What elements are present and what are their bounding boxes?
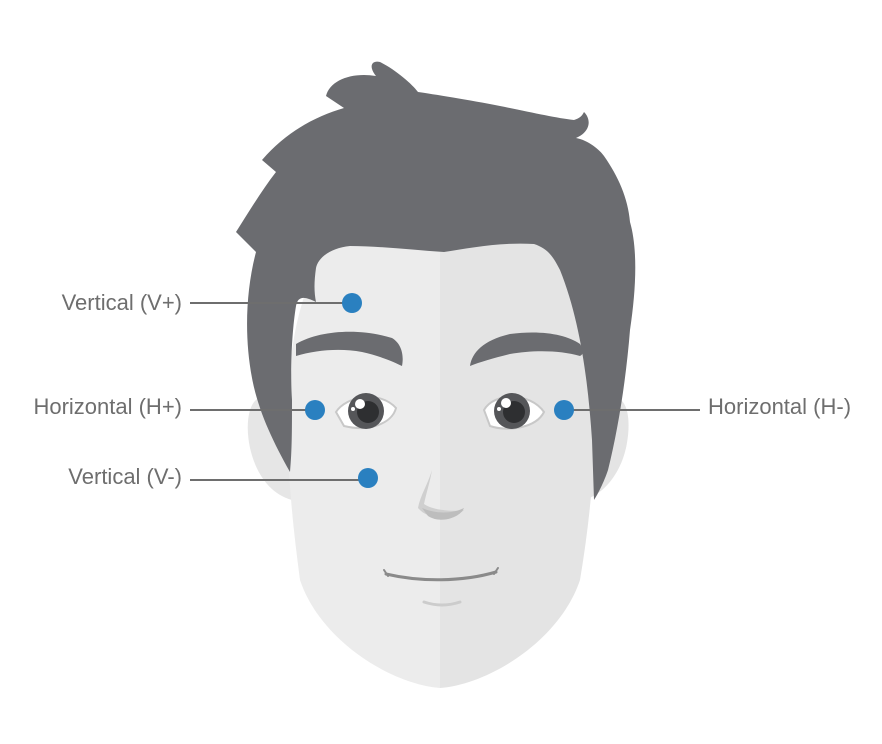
electrode-dot <box>305 400 325 420</box>
chin-line <box>422 600 462 607</box>
electrode-label: Horizontal (H+) <box>33 394 182 419</box>
electrode-dot <box>554 400 574 420</box>
electrode-dot <box>358 468 378 488</box>
right-eye <box>482 393 546 430</box>
hair <box>236 61 636 501</box>
electrode-label: Vertical (V-) <box>68 464 182 489</box>
electrode-h-minus: Horizontal (H-) <box>554 394 851 420</box>
electrode-label: Vertical (V+) <box>62 290 182 315</box>
electrode-dot <box>342 293 362 313</box>
head-illustration <box>236 61 636 688</box>
mouth <box>384 570 498 582</box>
electrode-v-minus: Vertical (V-) <box>68 464 378 489</box>
electrode-h-plus: Horizontal (H+) <box>33 394 325 420</box>
left-eyebrow <box>296 331 403 366</box>
face-left-half <box>287 232 440 688</box>
left-eye <box>334 393 398 429</box>
electrode-v-plus: Vertical (V+) <box>62 290 362 315</box>
electrode-label: Horizontal (H-) <box>708 394 851 419</box>
right-eyebrow <box>470 332 583 366</box>
